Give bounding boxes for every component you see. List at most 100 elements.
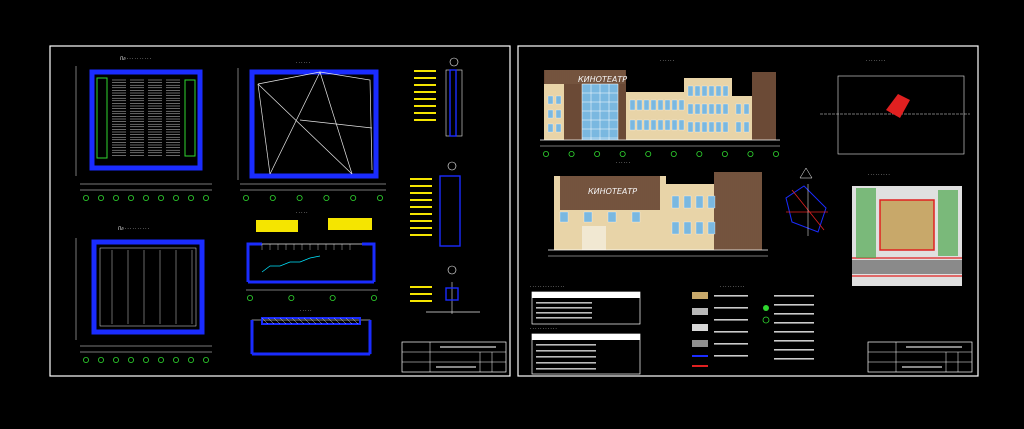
- table-row: [536, 356, 596, 358]
- window: [743, 103, 750, 115]
- leader-label: [410, 220, 432, 222]
- leader-label: [410, 300, 432, 302]
- sheet-1-frame: [49, 45, 511, 377]
- legend-label: [774, 358, 814, 360]
- axis-bubble: [568, 150, 575, 157]
- leader-label: [410, 286, 432, 288]
- window: [695, 221, 704, 235]
- sheet-1-title-block[interactable]: [401, 341, 507, 373]
- legend[interactable]: · · · · · · · · · ·: [692, 284, 814, 367]
- axis-bubble: [142, 194, 149, 201]
- truss-member: [345, 317, 353, 325]
- situation-scheme[interactable]: · · · · · · · ·: [820, 58, 970, 155]
- sheet-1: Пл · · · · · · · · · · Пл · · · · · · · …: [49, 45, 511, 377]
- facade-1-8-title: · · · · · ·: [660, 58, 674, 63]
- window: [631, 211, 641, 223]
- situation-scheme-title: · · · · · · · ·: [866, 58, 885, 63]
- truss-member: [261, 317, 269, 325]
- table-row: [536, 302, 592, 304]
- window: [547, 123, 554, 133]
- truss-member: [273, 317, 281, 325]
- axis-bubble: [329, 294, 336, 301]
- window: [708, 85, 715, 97]
- legend-label: [774, 331, 814, 333]
- plan-floor-1-axes: [83, 194, 209, 201]
- window: [687, 85, 694, 97]
- window: [664, 119, 671, 131]
- explication-table[interactable]: · · · · · · · · · · · · · ·: [530, 284, 641, 325]
- roof-plan-axes: [242, 194, 383, 201]
- window: [671, 99, 678, 111]
- window: [708, 103, 715, 115]
- window: [722, 121, 729, 133]
- axis-bubble: [157, 356, 164, 363]
- section-2-2[interactable]: · · · · ·: [250, 308, 372, 356]
- axis-bubble: [127, 356, 134, 363]
- axis-bubble: [350, 194, 357, 201]
- axis-bubble: [619, 150, 626, 157]
- window: [707, 221, 716, 235]
- facade-a-e-cladding: [560, 176, 660, 210]
- leader-label: [414, 91, 436, 93]
- window: [671, 221, 680, 235]
- leader-label: [410, 206, 432, 208]
- truss-member: [267, 317, 275, 325]
- window: [636, 119, 643, 131]
- axis-bubble: [83, 194, 90, 201]
- axis-bubble: [747, 150, 754, 157]
- window: [607, 211, 617, 223]
- plan-floor-2[interactable]: Пл · · · · · · · · · ·: [75, 226, 212, 363]
- legend-label: [774, 304, 814, 306]
- leader-label: [414, 105, 436, 107]
- axis-bubble: [113, 194, 120, 201]
- window: [629, 99, 636, 111]
- master-plan-title: · · · · · · · · ·: [868, 172, 890, 177]
- section-2-2-truss: [261, 317, 359, 325]
- facade-a-e[interactable]: · · · · · · КИНОТЕАТР: [548, 160, 768, 257]
- sheet-2-title-block[interactable]: [867, 341, 973, 373]
- facade-1-8-windows: [547, 85, 750, 133]
- window: [555, 109, 562, 119]
- leader-label: [414, 84, 436, 86]
- window: [722, 103, 729, 115]
- window: [650, 99, 657, 111]
- truss-member: [321, 317, 329, 325]
- plan-floor-1[interactable]: Пл · · · · · · · · · ·: [75, 56, 212, 201]
- axis-bubble: [187, 356, 194, 363]
- master-plan[interactable]: · · · · · · · · ·: [852, 172, 962, 286]
- truss-member: [333, 317, 341, 325]
- window: [708, 121, 715, 133]
- leader-label: [410, 293, 432, 295]
- truss-member: [315, 317, 323, 325]
- window: [643, 99, 650, 111]
- axis-bubble: [172, 356, 179, 363]
- legend-label: [714, 343, 748, 345]
- window: [583, 211, 593, 223]
- section-1-1-title: · · · · ·: [296, 210, 307, 215]
- roof-plan-title: · · · · · ·: [296, 60, 310, 65]
- construction-details[interactable]: [410, 57, 480, 314]
- detail-2: [410, 161, 461, 247]
- window: [694, 85, 701, 97]
- window: [650, 119, 657, 131]
- section-marker-icon: [449, 57, 459, 67]
- facade-1-8[interactable]: · · · · · · КИНОТЕАТР: [540, 58, 780, 157]
- window: [671, 119, 678, 131]
- axis-bubble: [296, 194, 303, 201]
- axis-bubble: [98, 356, 105, 363]
- table-row: [536, 344, 596, 346]
- leader-label: [414, 119, 436, 121]
- table-row: [536, 362, 596, 364]
- tep-table[interactable]: · · · · · · · · · · ·: [530, 326, 641, 375]
- leader-label: [414, 70, 436, 72]
- truss-member: [291, 317, 299, 325]
- truss-member: [327, 317, 335, 325]
- leader-label: [410, 192, 432, 194]
- window: [555, 123, 562, 133]
- window: [715, 103, 722, 115]
- window: [657, 119, 664, 131]
- section-1-1[interactable]: · · · · ·: [246, 210, 378, 301]
- detail-3: [410, 265, 480, 314]
- roof-plan[interactable]: · · · · · ·: [237, 60, 386, 201]
